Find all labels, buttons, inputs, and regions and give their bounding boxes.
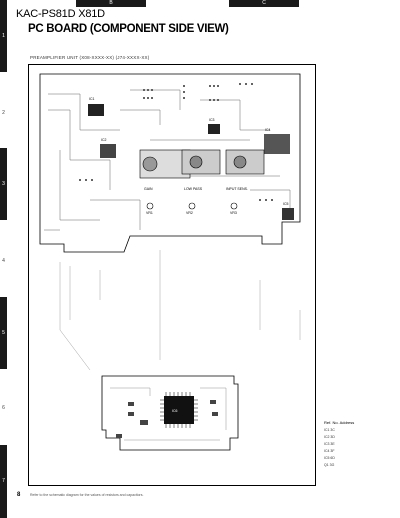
grid-row-6: 6: [2, 405, 5, 411]
component-pins: [79, 83, 273, 201]
main-qfp-ic: [160, 392, 198, 428]
legend-row: IC1 3C: [324, 428, 335, 432]
upper-ic-chips: [88, 104, 294, 220]
chip-label-ic5: IC5: [283, 202, 289, 206]
copper-traces: [44, 89, 291, 231]
grid-row-7: 7: [0, 445, 7, 518]
grid-row-3: 3: [0, 148, 7, 220]
legend-row: IC4 3F: [324, 449, 335, 453]
diagram-heading: PC BOARD (COMPONENT SIDE VIEW): [28, 23, 229, 35]
control-label-gain: GAIN: [144, 187, 153, 191]
control-label-low-pass: LOW PASS: [184, 187, 203, 191]
legend-row: IC3 3E: [324, 442, 335, 446]
grid-row-bar: 1 2 3 4 5 6 7: [0, 0, 8, 518]
chip-label-ic1: IC1: [89, 97, 95, 101]
control-ref-vr3: VR3: [230, 211, 237, 215]
legend-row: Q1 3G: [324, 463, 335, 467]
chip-label-ic3: IC3: [209, 118, 215, 122]
chip-ic4: [264, 134, 290, 154]
chip-ic3: [208, 124, 220, 134]
legend-row: IC2 3D: [324, 435, 335, 439]
footnote: Refer to the schematic diagram for the v…: [30, 493, 144, 497]
grid-row-5: 5: [0, 297, 7, 369]
chip-ic5: [282, 208, 294, 220]
grid-row-4: 4: [2, 258, 5, 264]
control-ref-vr1: VR1: [146, 211, 153, 215]
unit-subtitle: PREAMPLIFIER UNIT (X08-XXXX-XX) (J74-XXX…: [30, 55, 150, 60]
lower-traces: [110, 387, 227, 441]
grid-column-b: C: [229, 0, 299, 7]
chip-ic2: [100, 144, 116, 158]
control-ref-vr2: VR2: [186, 211, 193, 215]
main-ic-label: IC6: [172, 409, 178, 413]
upper-board-outline: [39, 73, 301, 253]
potentiometer-housings: [139, 149, 265, 179]
chip-ic1: [88, 104, 104, 116]
lower-components: [116, 400, 218, 438]
diagram-frame: [28, 64, 316, 486]
legend-row: IC5 6D: [324, 456, 335, 460]
grid-row-1: 1: [0, 0, 7, 72]
page-number: 8: [17, 492, 21, 498]
grid-column-a: B: [76, 0, 146, 7]
model-title: KAC-PS81D X81D: [16, 8, 105, 20]
chip-label-ic4: IC4: [265, 128, 271, 132]
control-label-input-sens: INPUT SENS.: [226, 187, 248, 191]
knob-symbols: [146, 202, 238, 210]
lower-board-outline: [101, 375, 239, 451]
legend-title: Ref. No. Address: [324, 420, 355, 425]
jumper-wires: [59, 250, 301, 371]
grid-column-bar: B C: [0, 0, 400, 7]
chip-label-ic2: IC2: [101, 138, 107, 142]
ref-address-legend: Ref. No. Address IC1 3C IC2 3D IC3 3E IC…: [324, 420, 360, 480]
grid-row-2: 2: [2, 110, 5, 116]
